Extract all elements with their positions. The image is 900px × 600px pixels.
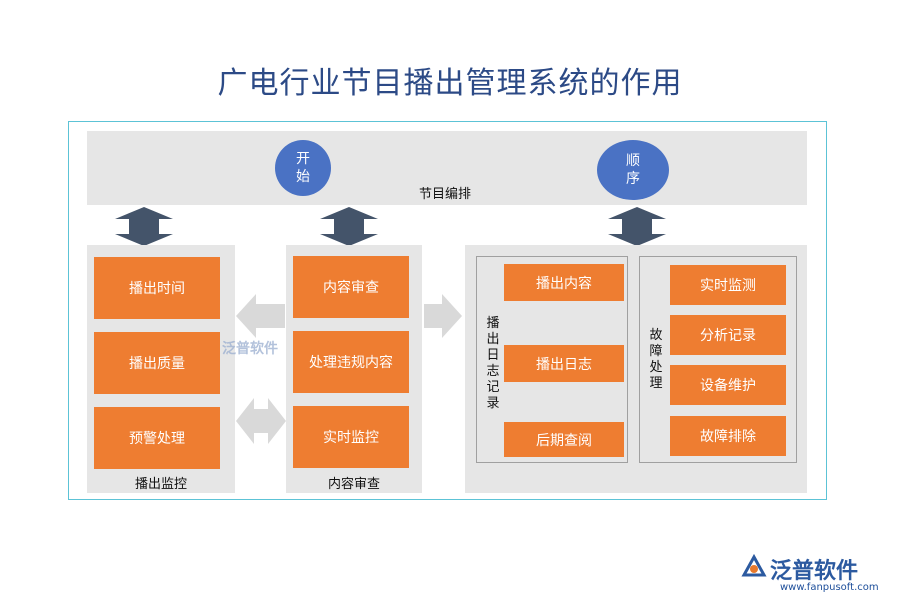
fault-item-3: 设备维护 [670,365,786,405]
review-item-3: 实时监控 [293,406,409,468]
log-record-label: 播出日志记录 [486,316,500,411]
program-scheduling-bar [87,131,807,205]
diagram-frame [68,121,827,500]
order-circle: 顺序 [597,140,669,200]
start-label: 开始 [296,151,310,185]
content-review-label: 内容审查 [327,477,380,492]
review-item-2: 处理违规内容 [293,331,409,393]
fault-item-2: 分析记录 [670,315,786,355]
double-arrow-horizontal [236,398,286,444]
watermark-logo: 泛普软件 [222,341,278,357]
double-arrow-review [320,207,378,246]
order-label: 顺序 [626,153,640,187]
right-arrow-to-log [424,294,462,338]
start-circle: 开始 [275,140,331,196]
monitor-item-1: 播出时间 [94,257,220,319]
monitor-item-2: 播出质量 [94,332,220,394]
brand-name: 泛普软件 [770,559,859,584]
double-arrow-log [608,207,666,246]
fault-handling-label: 故障处理 [649,328,663,391]
monitor-item-3: 预警处理 [94,407,220,469]
brand-logo-icon [741,553,767,577]
left-arrow-to-monitor [236,294,285,338]
program-scheduling-label: 节目编排 [418,187,471,202]
brand-url: www.fanpusoft.com [780,582,879,593]
review-item-1: 内容审查 [293,256,409,318]
fault-item-4: 故障排除 [670,416,786,456]
log-item-3: 后期查阅 [504,422,624,457]
page-title: 广电行业节目播出管理系统的作用 [217,66,683,101]
double-arrow-monitor [115,207,173,246]
broadcast-monitor-label: 播出监控 [134,477,187,492]
log-item-1: 播出内容 [504,264,624,301]
log-item-2: 播出日志 [504,345,624,382]
fault-item-1: 实时监测 [670,265,786,305]
